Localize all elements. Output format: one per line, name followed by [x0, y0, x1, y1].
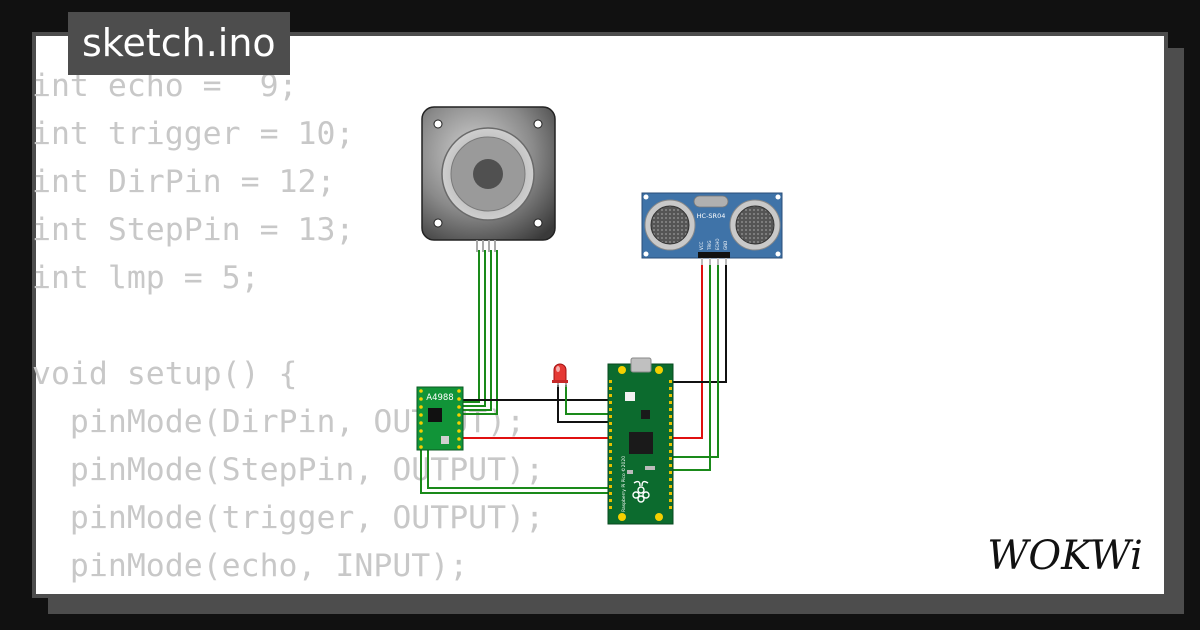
- wire-motor-d[interactable]: [462, 250, 498, 415]
- code-line: int trigger = 10;: [32, 116, 355, 152]
- wire-driver-green-1[interactable]: [420, 450, 611, 494]
- ultrasonic-sensor[interactable]: HC-SR04 VCC TRIG ECHO GND: [641, 192, 783, 265]
- preview-card: [32, 32, 1168, 598]
- wire-led-black[interactable]: [557, 385, 611, 423]
- sensor-pin-label: VCC: [699, 241, 704, 250]
- wokwi-logo[interactable]: WOKWi: [975, 524, 1155, 584]
- wire-sensor-green-2[interactable]: [667, 264, 719, 458]
- sensor-pin-label: GND: [723, 241, 728, 250]
- wokwi-logo-text: WOKWi: [987, 533, 1143, 579]
- sensor-pin-label: TRIG: [707, 240, 712, 251]
- wire-driver-red[interactable]: [462, 264, 703, 439]
- wire-motor-b[interactable]: [462, 250, 486, 407]
- driver-label: A4988: [426, 393, 453, 403]
- raspberry-pi-logo-icon: [632, 480, 650, 503]
- code-line: pinMode(StepPin, OUTPUT);: [32, 452, 545, 488]
- a4988-driver[interactable]: A4988: [416, 386, 464, 451]
- code-line: int lmp = 5;: [32, 260, 260, 296]
- code-line: int StepPin = 13;: [32, 212, 355, 248]
- board-label: Raspberry Pi Pico ©2020: [620, 456, 627, 512]
- wire-driver-green-2[interactable]: [427, 450, 611, 489]
- code-line: pinMode(trigger, OUTPUT);: [32, 500, 545, 536]
- file-name-tab[interactable]: sketch.ino: [68, 12, 290, 75]
- led[interactable]: [552, 363, 568, 387]
- raspberry-pi-pico[interactable]: Raspberry Pi Pico ©2020: [607, 357, 674, 525]
- wire-motor-c[interactable]: [462, 250, 492, 411]
- wire-sensor-black[interactable]: [667, 264, 727, 383]
- wire-led-green[interactable]: [565, 385, 611, 415]
- wires: [420, 250, 727, 494]
- stepper-motor[interactable]: [421, 106, 556, 252]
- code-line: void setup() {: [32, 356, 298, 392]
- sensor-model-label: HC-SR04: [697, 212, 726, 220]
- code-line: int DirPin = 12;: [32, 164, 336, 200]
- wire-motor-a[interactable]: [462, 250, 480, 403]
- code-line: pinMode(echo, INPUT);: [32, 548, 469, 584]
- wire-sensor-green-1[interactable]: [667, 264, 711, 471]
- sensor-pin-label: ECHO: [715, 239, 720, 250]
